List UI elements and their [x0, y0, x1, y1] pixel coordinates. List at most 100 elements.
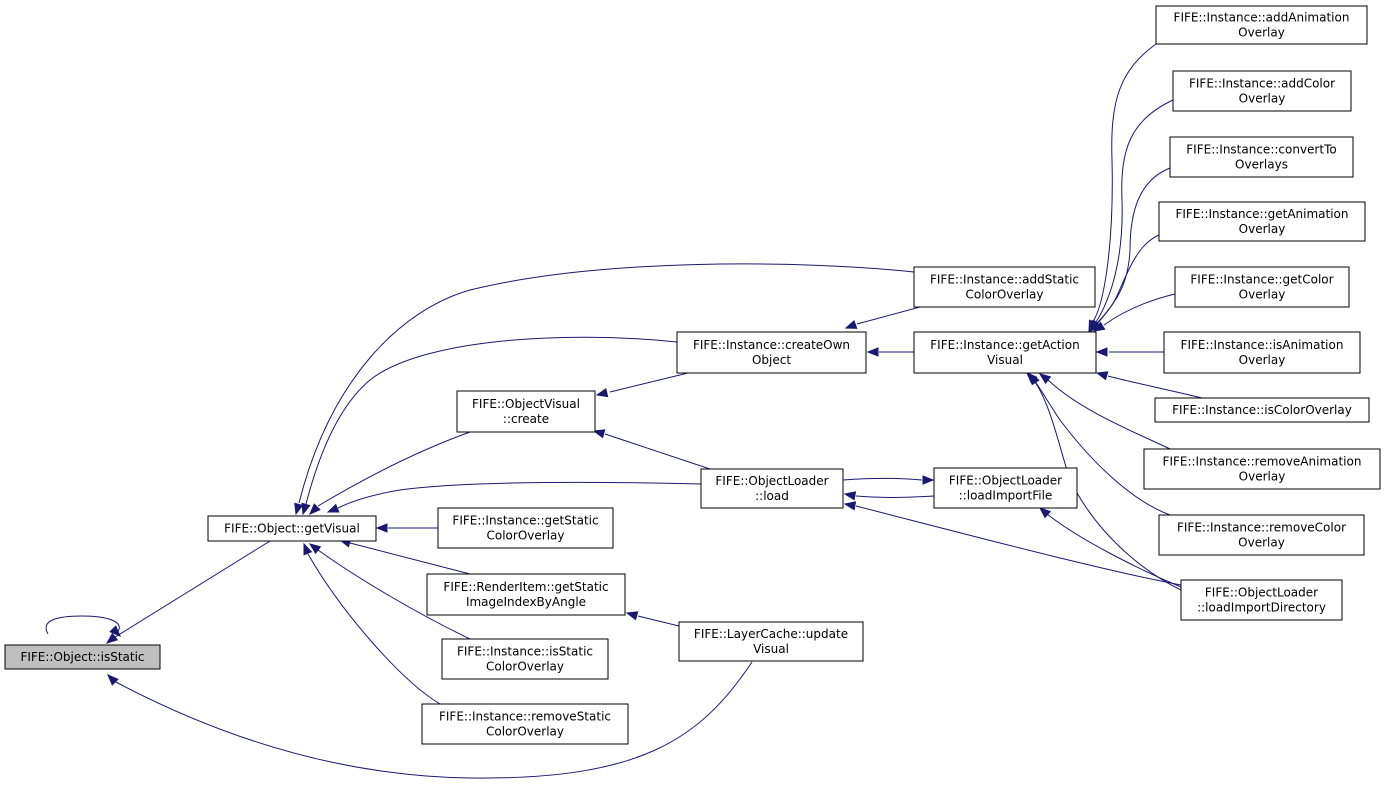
node-label: FIFE::Instance::addStatic — [930, 273, 1079, 287]
edge-getstatic-getvisual-arrowhead — [375, 523, 388, 533]
node-label: FIFE::Instance::convertTo — [1186, 143, 1336, 157]
edge-olload-ovcreate — [604, 433, 711, 470]
edge-convertto-getaction — [1097, 167, 1171, 324]
node-label: FIFE::Instance::addAnimation — [1174, 11, 1350, 25]
node-box — [700, 468, 844, 509]
node-label: FIFE::Instance::removeStatic — [439, 710, 611, 724]
node-box — [1158, 201, 1366, 242]
edge-removestatic-getvisual — [307, 553, 441, 705]
edge-getanim-getaction — [1095, 234, 1160, 325]
edge-loadimportfile-olload — [855, 495, 935, 498]
edge-olload-ovcreate-arrowhead — [592, 429, 606, 439]
node-label: FIFE::Instance::removeColor — [1177, 521, 1346, 535]
node-is-static[interactable]: FIFE::Object::isStatic — [4, 644, 161, 670]
edge-isstaticco-getvisual-arrowhead — [308, 543, 322, 555]
node-label: ::loadImportFile — [959, 489, 1053, 503]
node-box — [426, 573, 626, 616]
edge-getvisual-isstatic — [111, 540, 271, 640]
edge-ovcreate-getvisual-arrowhead — [309, 503, 321, 515]
edge-iscolor-getaction — [1107, 375, 1203, 399]
edge-getcolor-getaction-arrowhead — [1092, 321, 1106, 332]
node-get-visual[interactable]: FIFE::Object::getVisual — [207, 515, 377, 542]
node-label: FIFE::Instance::getAction — [930, 338, 1079, 352]
node-load-import-file[interactable]: FIFE::ObjectLoader::loadImportFile — [933, 467, 1078, 509]
node-label: Overlay — [1238, 536, 1285, 550]
node-is-color-overlay[interactable]: FIFE::Instance::isColorOverlay — [1154, 397, 1370, 423]
edge-createown-getvisual — [305, 336, 678, 505]
node-ov-create[interactable]: FIFE::ObjectVisual::create — [456, 390, 596, 433]
node-load-import-dir[interactable]: FIFE::ObjectLoader::loadImportDirectory — [1180, 579, 1343, 621]
node-label: ImageIndexByAngle — [466, 595, 586, 609]
node-box — [207, 515, 377, 542]
node-box — [1180, 579, 1343, 621]
node-label: ColorOverlay — [486, 725, 564, 739]
node-label: Visual — [753, 642, 789, 656]
edge-olload-getvisual — [337, 481, 702, 509]
node-box — [678, 621, 864, 662]
node-label: FIFE::Instance::isStatic — [457, 645, 593, 659]
node-label: Overlay — [1239, 470, 1286, 484]
node-label: FIFE::Object::isStatic — [20, 650, 144, 664]
edge-layercache-renderitem-arrowhead — [625, 611, 639, 621]
node-box — [913, 266, 1096, 308]
node-label: ColorOverlay — [486, 660, 564, 674]
node-box — [1158, 514, 1365, 556]
node-box — [933, 467, 1078, 509]
node-box — [456, 390, 596, 433]
edge-isanim-getaction-arrowhead — [1095, 347, 1108, 357]
node-label: FIFE::Instance::isColorOverlay — [1172, 403, 1352, 417]
node-label: Overlay — [1238, 26, 1285, 40]
node-box — [1169, 136, 1354, 178]
edge-addstatic-getvisual — [298, 263, 915, 504]
edge-renderitem-getvisual — [349, 542, 471, 575]
node-label: ::loadImportDirectory — [1197, 601, 1326, 615]
node-label: FIFE::Instance::addColor — [1189, 77, 1335, 91]
edge-ovcreate-getvisual — [317, 431, 471, 507]
node-label: FIFE::Instance::isAnimation — [1181, 338, 1344, 352]
node-label: Overlay — [1239, 288, 1286, 302]
edge-layercache-renderitem — [637, 615, 680, 627]
edge-olload-loadimportfile — [842, 478, 923, 481]
node-box — [421, 703, 629, 745]
edge-removecolor-getaction-arrowhead — [1029, 372, 1040, 386]
edge-getcolor-getaction — [1103, 293, 1176, 326]
edge-createown-getvisual-arrowhead — [301, 502, 311, 516]
edge-layercache-isstatic-arrowhead — [107, 674, 119, 686]
node-box — [441, 638, 609, 680]
edges — [45, 43, 1203, 779]
edge-loadimportdir-loadimportfile-arrowhead — [1038, 507, 1052, 519]
edge-getaction-createown-arrowhead — [866, 347, 879, 357]
edge-isstatic-self-arrowhead — [109, 625, 121, 637]
node-ol-load[interactable]: FIFE::ObjectLoader::load — [700, 468, 844, 509]
node-box — [1172, 70, 1352, 112]
node-label: FIFE::ObjectLoader — [715, 474, 828, 488]
node-label: Object — [752, 353, 791, 367]
node-label: Overlay — [1239, 92, 1286, 106]
edge-createown-ovcreate-arrowhead — [595, 388, 609, 398]
edge-loadimportdir-olload-arrowhead — [843, 501, 857, 511]
node-label: FIFE::Instance::getColor — [1190, 273, 1333, 287]
node-label: FIFE::ObjectLoader — [949, 474, 1062, 488]
edge-addstatic-getvisual-arrowhead — [294, 502, 304, 516]
node-label: FIFE::Instance::getStatic — [452, 514, 598, 528]
node-box — [1155, 5, 1368, 45]
edge-addstatic-createown — [856, 306, 921, 325]
node-render-item[interactable]: FIFE::RenderItem::getStaticImageIndexByA… — [426, 573, 626, 616]
node-box — [1163, 331, 1361, 374]
